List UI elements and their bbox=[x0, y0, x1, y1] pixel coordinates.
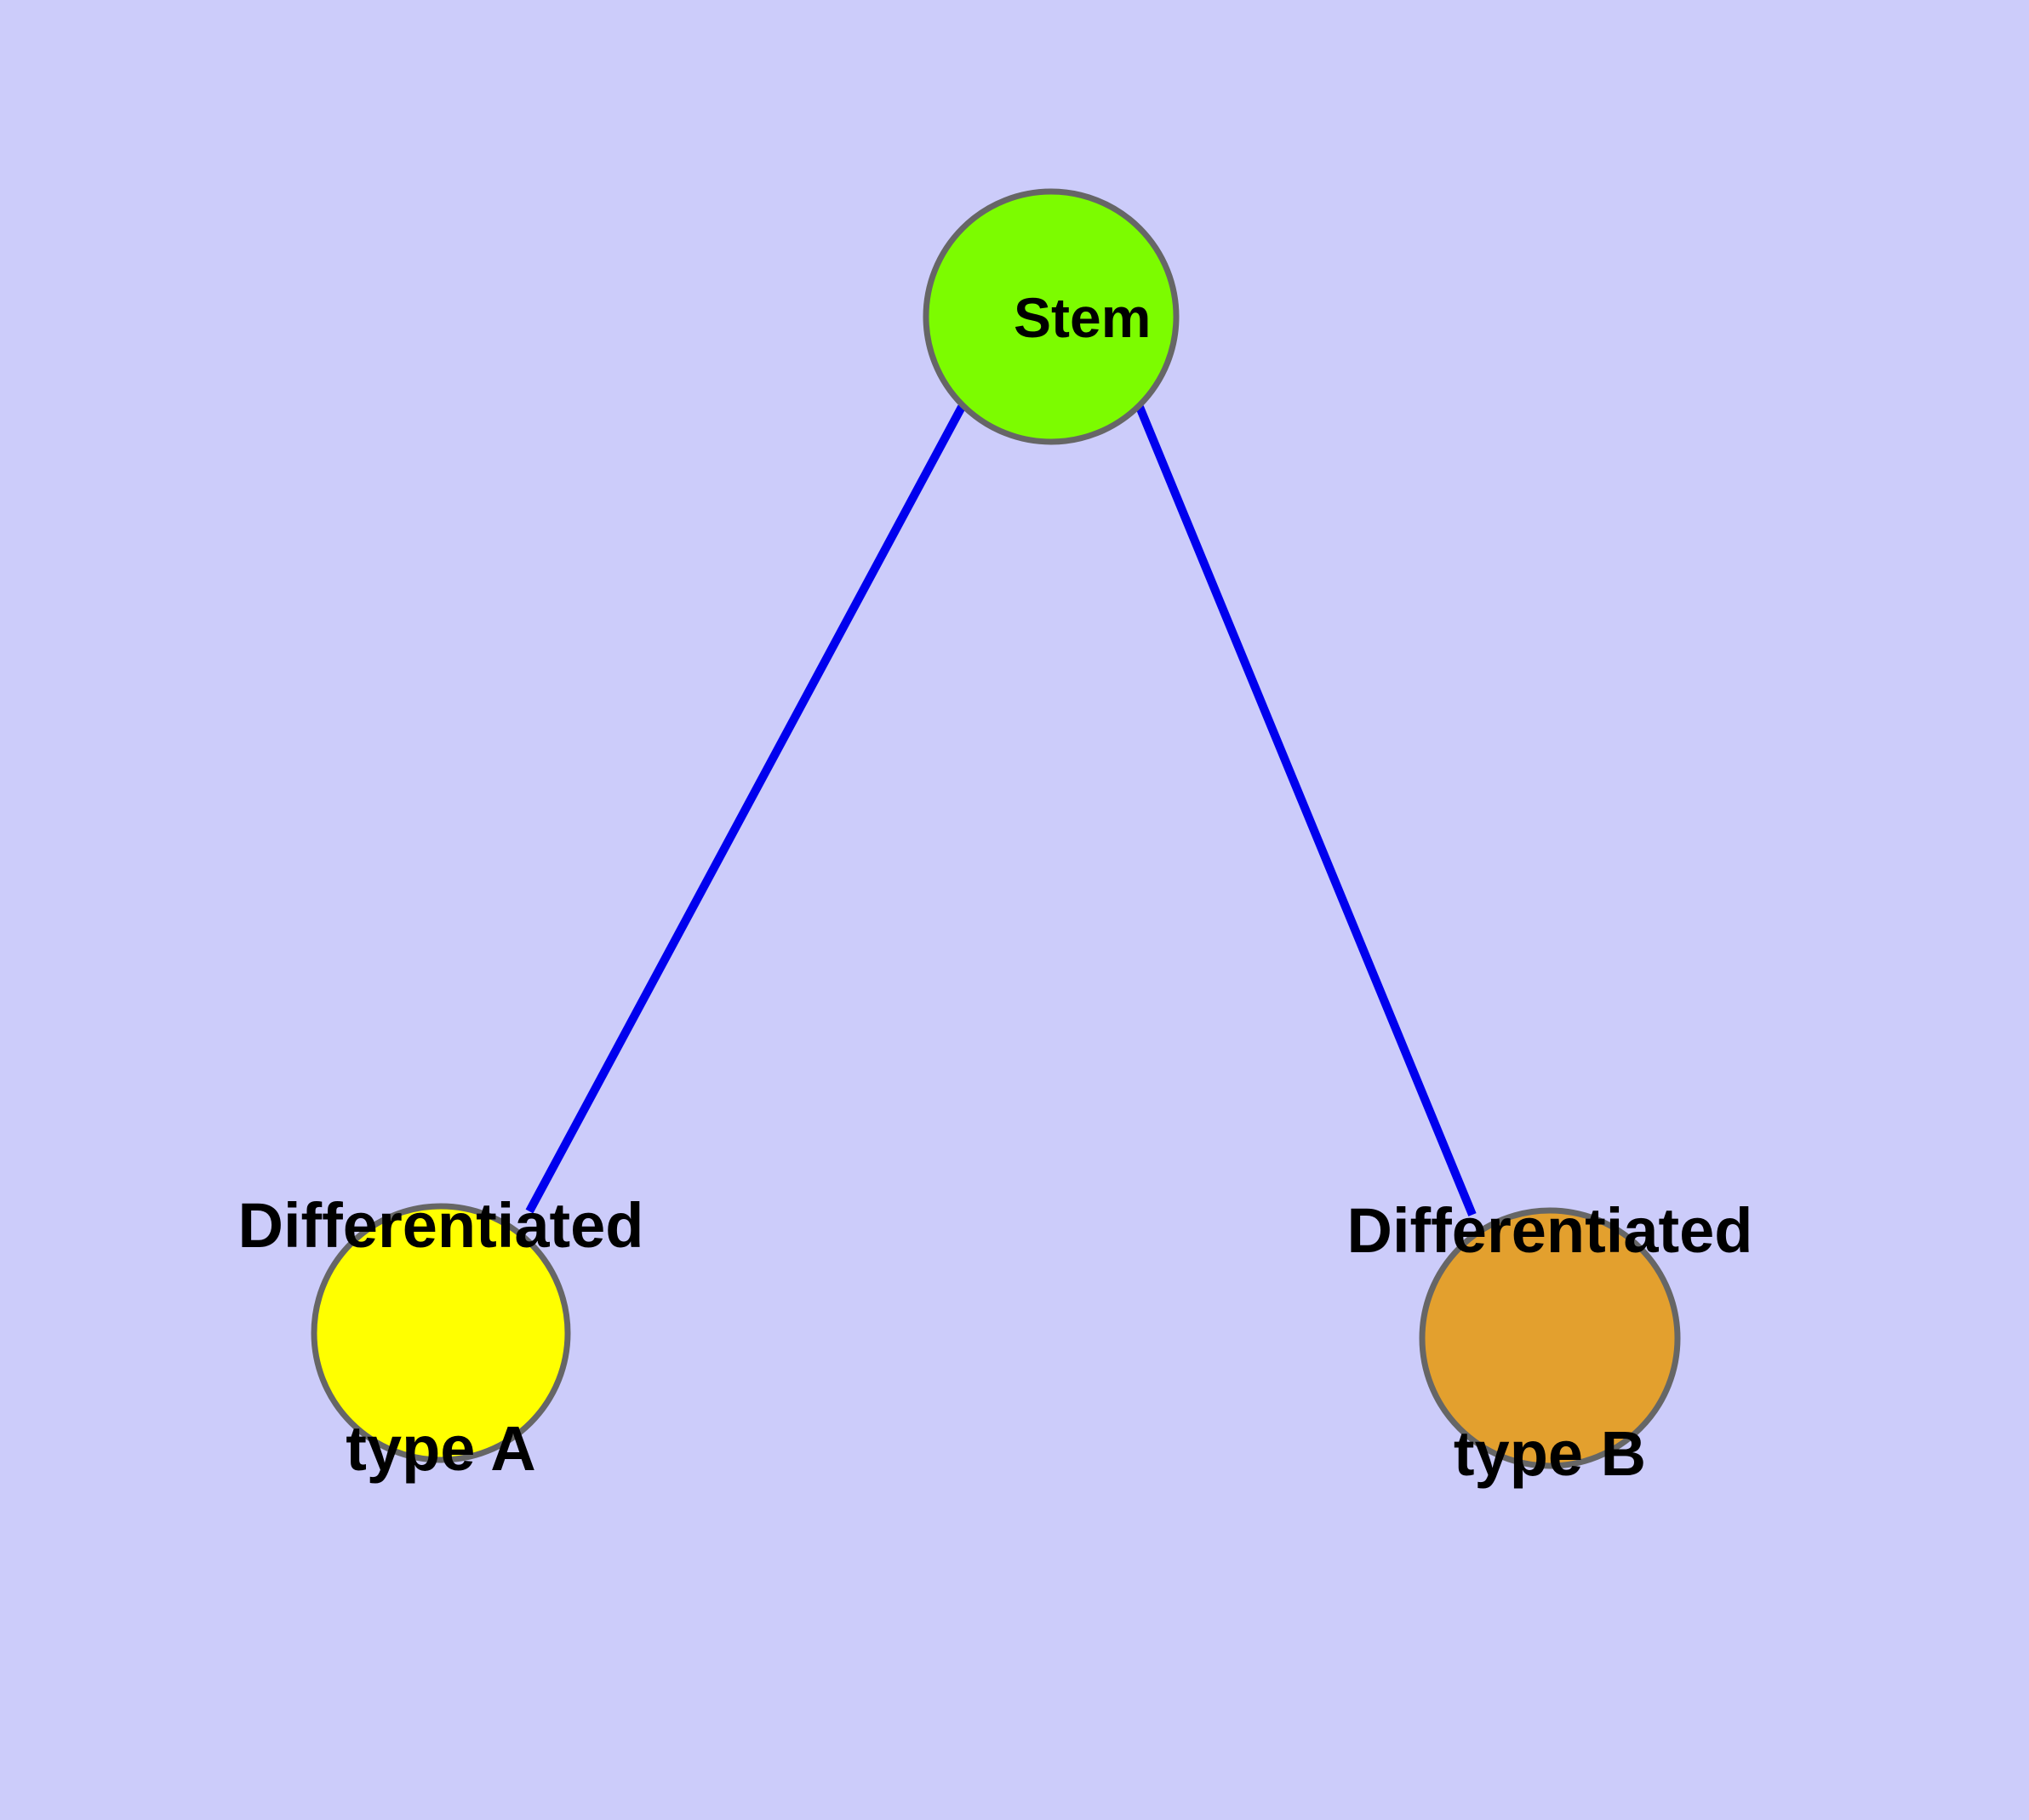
node-group bbox=[311, 188, 1681, 1469]
node-differentiated-type-a[interactable] bbox=[311, 1203, 571, 1463]
node-differentiated-type-b[interactable] bbox=[1419, 1207, 1681, 1469]
edge-stem-to-differentiated-type-b[interactable] bbox=[1135, 405, 1477, 1216]
edge-group bbox=[525, 404, 1477, 1216]
edge-stem-to-differentiated-type-a[interactable] bbox=[525, 404, 966, 1214]
node-stem[interactable] bbox=[923, 188, 1180, 445]
